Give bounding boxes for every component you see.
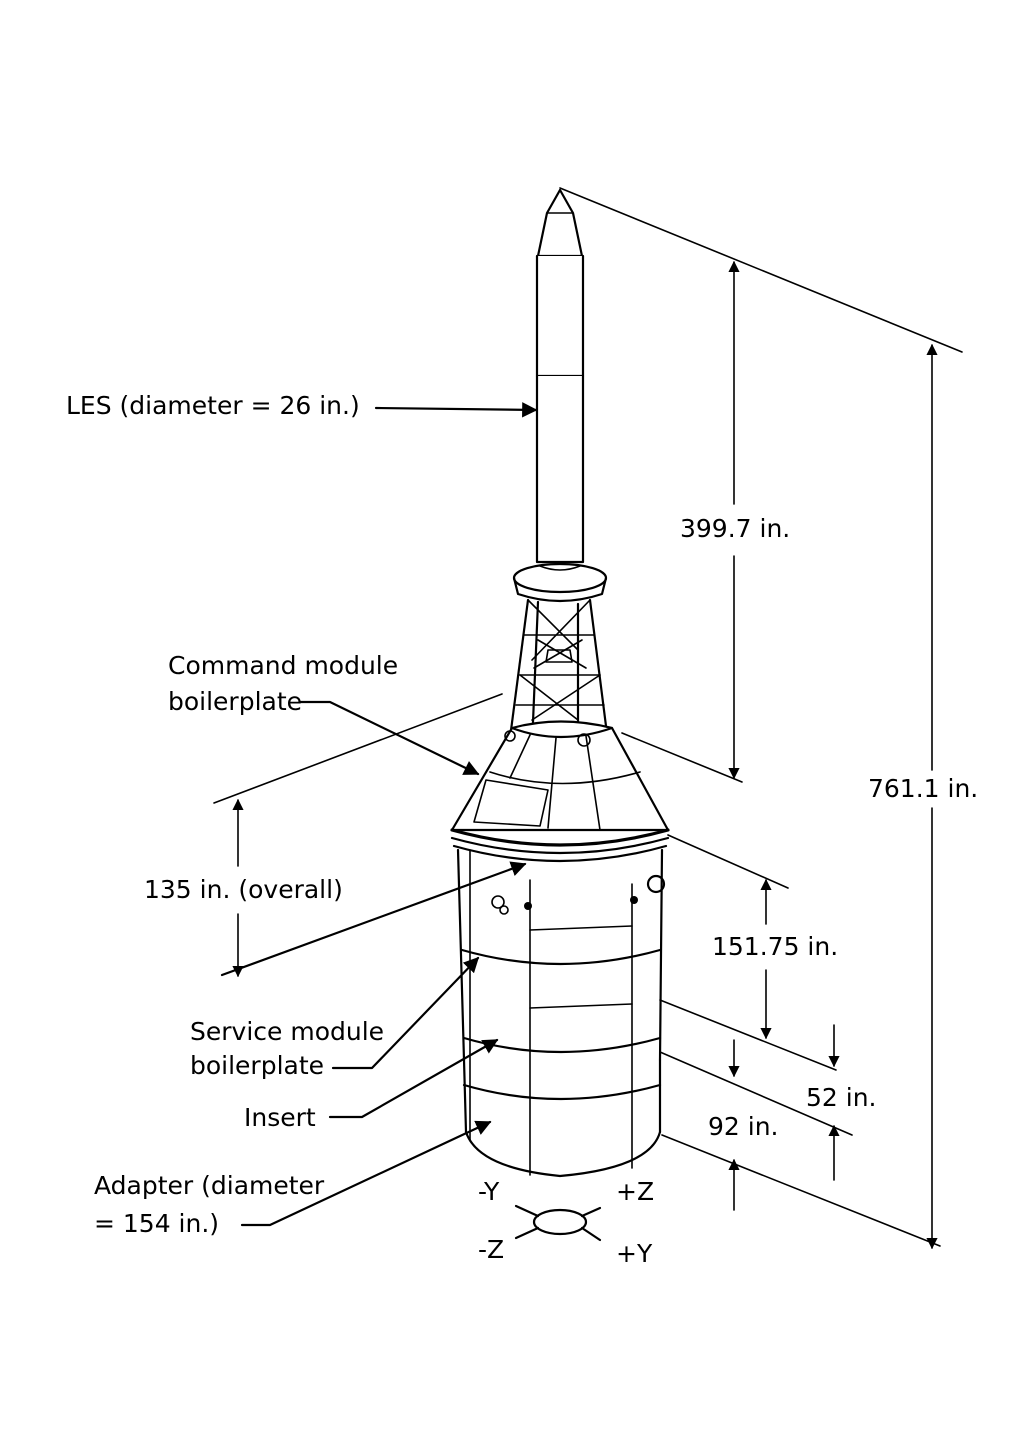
axis-pos-z-label: +Z <box>616 1177 654 1206</box>
dimension-92-label: 92 in. <box>708 1112 779 1141</box>
command-module <box>450 720 670 863</box>
launch-escape-system <box>512 188 608 603</box>
axis-neg-z-label: -Z <box>478 1235 504 1264</box>
service-module-label-line1: Service module <box>190 1017 384 1046</box>
les-label: LES (diameter = 26 in.) <box>66 391 360 420</box>
dimension-399-label: 399.7 in. <box>680 514 790 543</box>
axis-pos-y-label: +Y <box>616 1239 653 1268</box>
adapter-label-line2: = 154 in.) <box>94 1209 219 1238</box>
overall-135-label: 135 in. (overall) <box>144 875 343 904</box>
command-module-label-line1: Command module <box>168 651 398 680</box>
dimension-52-label: 52 in. <box>806 1083 877 1112</box>
leader-lines <box>220 402 538 1227</box>
dimension-761-label: 761.1 in. <box>868 774 978 803</box>
adapter-label-line1: Adapter (diameter <box>94 1171 325 1200</box>
adapter-section <box>462 1058 662 1178</box>
insert-section <box>462 1083 662 1101</box>
axis-indicator <box>514 1204 602 1242</box>
dimension-lines <box>213 187 963 1250</box>
command-module-label-line2: boilerplate <box>168 687 302 716</box>
escape-tower <box>508 598 608 748</box>
service-module <box>456 848 666 1176</box>
axis-neg-y-label: -Y <box>478 1177 500 1206</box>
insert-label: Insert <box>244 1103 316 1132</box>
dimension-151-label: 151.75 in. <box>712 932 838 961</box>
service-module-label-line2: boilerplate <box>190 1051 324 1080</box>
